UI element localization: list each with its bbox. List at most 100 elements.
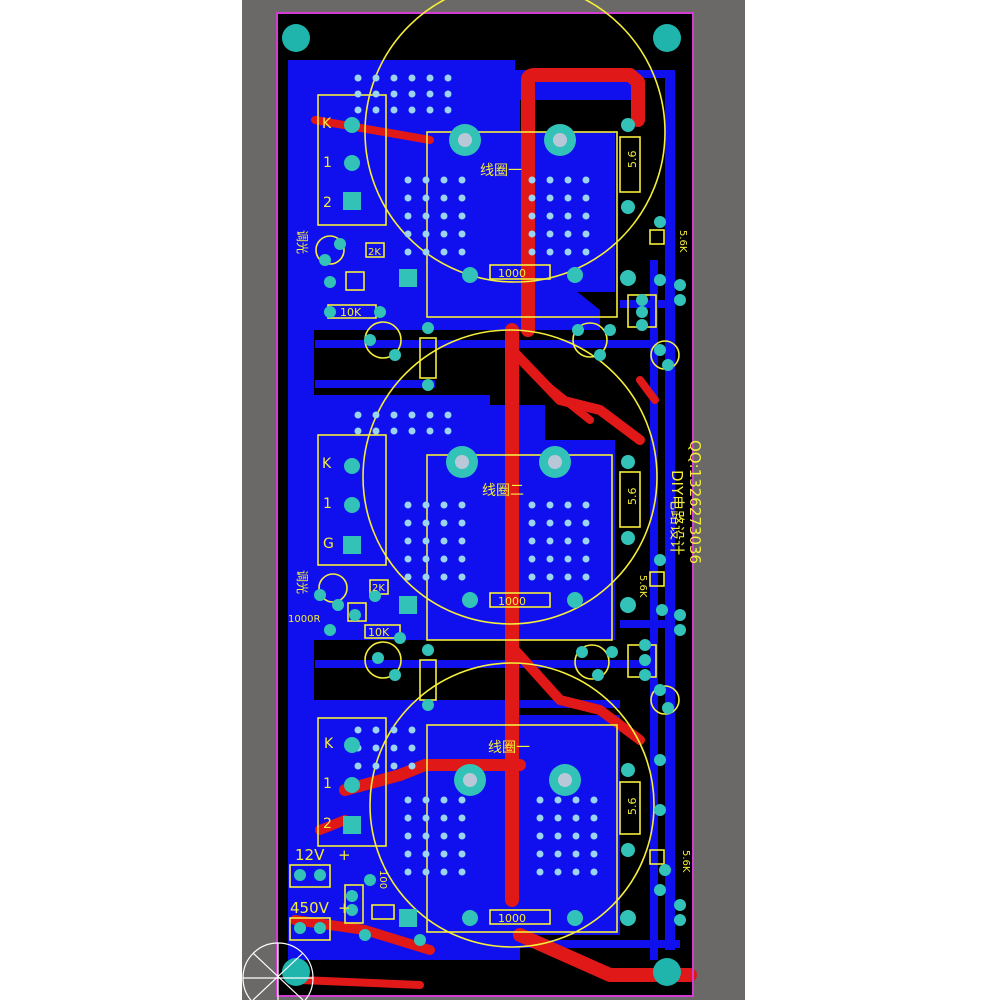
via [404,519,412,527]
conn-12v-label: 12V [295,846,325,864]
via [440,850,448,858]
origin-crosshair [242,942,314,1000]
via [572,868,580,876]
pad [636,306,648,318]
via [444,90,452,98]
conn-450v-plus: + [338,899,351,917]
pad [324,306,336,318]
via [536,814,544,822]
pad [344,777,360,793]
mod1-pin1-label: 1 [323,155,332,171]
via [390,427,398,435]
via [528,230,536,238]
via [354,726,362,734]
via [458,248,466,256]
via [372,744,380,752]
via [572,832,580,840]
via [528,573,536,581]
mod3-res-bottom-label: 1000 [498,912,526,925]
pad [654,884,666,896]
pad [636,319,648,331]
via [458,230,466,238]
via [564,248,572,256]
pad [314,589,326,601]
via [372,411,380,419]
pad [344,458,360,474]
via [564,537,572,545]
pad [674,609,686,621]
via [546,248,554,256]
via [354,427,362,435]
mod1-r10k-label: 10K [340,306,362,319]
pad [422,644,434,656]
pad [659,864,671,876]
via [458,814,466,822]
via [404,573,412,581]
mod3-pin2-label: 2 [323,816,332,832]
via [408,744,416,752]
via [564,573,572,581]
via [546,176,554,184]
via [444,427,452,435]
conn-12v-plus: + [338,846,351,864]
pad [654,684,666,696]
pad [372,652,384,664]
mod1-r2k-label: 2K [368,247,381,258]
mod1-res-top-label: 5.6 [626,151,639,169]
pad [332,599,344,611]
via [528,555,536,563]
mounting-holes [282,24,681,986]
pad [359,929,371,941]
via [390,74,398,82]
via [422,212,430,220]
via [422,850,430,858]
mod3-k-label: K [324,736,334,752]
pad [662,359,674,371]
via [426,411,434,419]
conn-450v-label: 450V [290,899,330,917]
via [422,501,430,509]
mod3-res-top-label: 5.6 [626,798,639,816]
pad [662,702,674,714]
pad [422,322,434,334]
pads-and-vias [294,74,686,946]
mod3-pin1-label: 1 [323,776,332,792]
pad [674,294,686,306]
mod3-zener-label: 5.6K [680,850,691,873]
pad [294,869,306,881]
pad [314,922,326,934]
coil-pad-hole [463,773,477,787]
via [408,762,416,770]
via [546,537,554,545]
pad [621,455,635,469]
pad [349,609,361,621]
via [590,868,598,876]
via [564,230,572,238]
pad [324,276,336,288]
mod2-zener-label: 5.6K [637,575,648,598]
via [426,74,434,82]
pad [567,910,583,926]
via [528,176,536,184]
via [408,90,416,98]
via [404,537,412,545]
via [458,555,466,563]
pad [604,324,616,336]
pad [422,699,434,711]
via [422,537,430,545]
mount-hole-bottom-left [282,958,310,986]
via [554,868,562,876]
pad [567,267,583,283]
via [572,796,580,804]
via [422,176,430,184]
pad [344,737,360,753]
via [404,501,412,509]
via [458,796,466,804]
via [582,248,590,256]
pad [674,899,686,911]
via [404,814,412,822]
mount-hole-bottom-right [653,958,681,986]
via [582,519,590,527]
top-copper-layer [290,68,697,989]
pad [346,904,358,916]
